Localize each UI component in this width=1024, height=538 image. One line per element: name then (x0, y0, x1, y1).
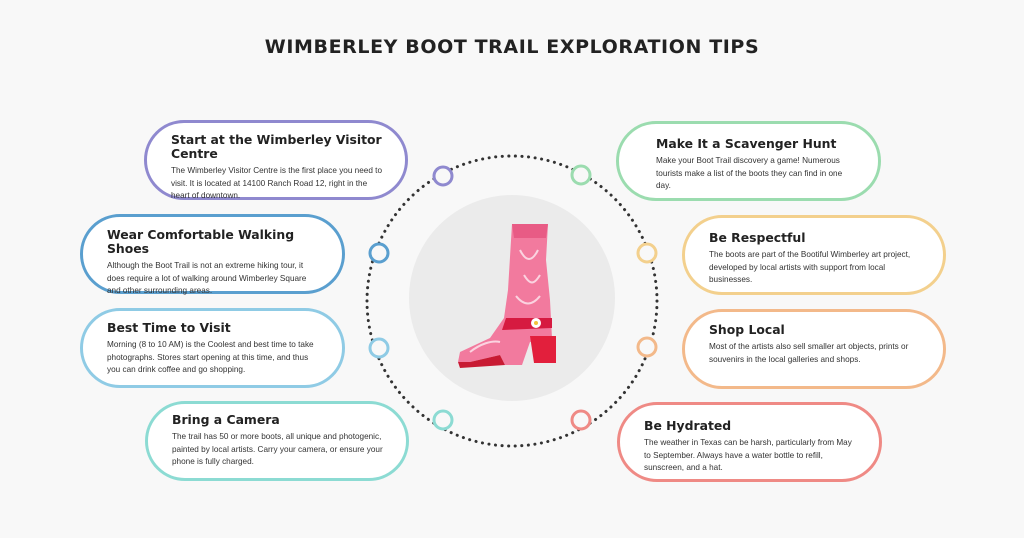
tip-card-be-hydrated: Be Hydrated The weather in Texas can be … (617, 402, 882, 482)
node-dot-purple (432, 165, 454, 187)
tip-title: Wear Comfortable Walking Shoes (107, 227, 295, 256)
tip-text: Morning (8 to 10 AM) is the Coolest and … (107, 340, 314, 374)
tip-title: Bring a Camera (172, 412, 280, 427)
tip-title: Be Respectful (709, 230, 806, 245)
tip-card-be-respectful: Be Respectful The boots are part of the … (682, 215, 946, 295)
dotted-ring (365, 154, 659, 448)
tip-card-camera: Bring a Camera The trail has 50 or more … (145, 401, 409, 481)
tip-card-visitor-centre: Start at the Wimberley Visitor Centre Th… (144, 120, 408, 200)
page-title: WIMBERLEY BOOT TRAIL EXPLORATION TIPS (264, 36, 760, 58)
node-dot-lightblue (368, 337, 390, 359)
tip-text: The boots are part of the Bootiful Wimbe… (709, 250, 911, 284)
tip-card-scavenger-hunt: Make It a Scavenger Hunt Make your Boot … (616, 121, 881, 201)
tip-card-best-time: Best Time to Visit Morning (8 to 10 AM) … (80, 308, 345, 388)
tip-title: Start at the Wimberley Visitor Centre (171, 132, 382, 161)
node-dot-yellow (636, 242, 658, 264)
tip-title: Be Hydrated (644, 418, 732, 433)
tip-text: The Wimberley Visitor Centre is the firs… (171, 166, 382, 200)
tip-card-shop-local: Shop Local Most of the artists also sell… (682, 309, 946, 389)
tip-title: Best Time to Visit (107, 320, 231, 335)
node-dot-teal (432, 409, 454, 431)
tip-text: Make your Boot Trail discovery a game! N… (656, 156, 843, 190)
tip-text: The weather in Texas can be harsh, parti… (644, 438, 852, 472)
tip-text: Most of the artists also sell smaller ar… (709, 342, 909, 364)
tip-text: The trail has 50 or more boots, all uniq… (172, 432, 383, 466)
tip-text: Although the Boot Trail is not an extrem… (107, 261, 307, 295)
node-dot-orange (636, 336, 658, 358)
node-dot-blue (368, 242, 390, 264)
tip-title: Shop Local (709, 322, 785, 337)
node-dot-red (570, 409, 592, 431)
cowboy-boot-icon (458, 224, 556, 368)
node-dot-green (570, 164, 592, 186)
tip-title: Make It a Scavenger Hunt (656, 136, 837, 151)
tip-card-walking-shoes: Wear Comfortable Walking Shoes Although … (80, 214, 345, 295)
